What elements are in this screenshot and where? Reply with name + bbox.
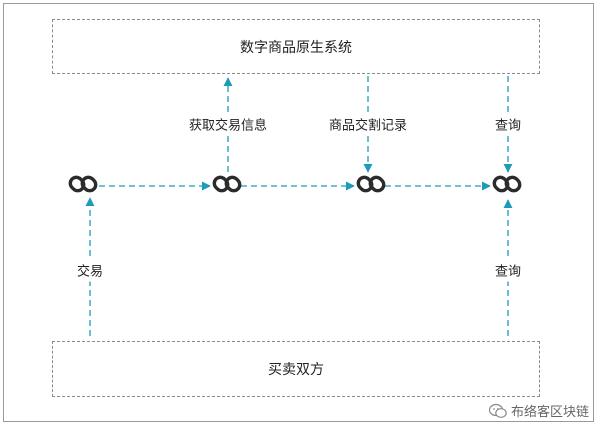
buyer-seller-label: 买卖双方: [268, 362, 324, 378]
watermark-text: 布络客区块链: [510, 405, 589, 420]
label-query-top: 查询: [492, 112, 524, 136]
native-system-label: 数字商品原生系统: [240, 39, 352, 56]
chain-link-icon: [354, 173, 388, 195]
chain-link-icon: [210, 173, 244, 195]
watermark: 布络客区块链: [488, 401, 589, 420]
chain-link-icon: [490, 173, 524, 195]
chain-link-icon: [66, 173, 100, 195]
label-query-bottom: 查询: [492, 258, 524, 282]
label-trade-record: 商品交割记录: [326, 112, 410, 136]
native-system-box: 数字商品原生系统: [52, 19, 540, 74]
diagram-frame: [3, 3, 594, 422]
label-trade: 交易: [74, 258, 106, 282]
buyer-seller-box: 买卖双方: [52, 341, 540, 397]
wechat-icon: [488, 403, 507, 418]
label-fetch-trade-info: 获取交易信息: [186, 112, 270, 136]
